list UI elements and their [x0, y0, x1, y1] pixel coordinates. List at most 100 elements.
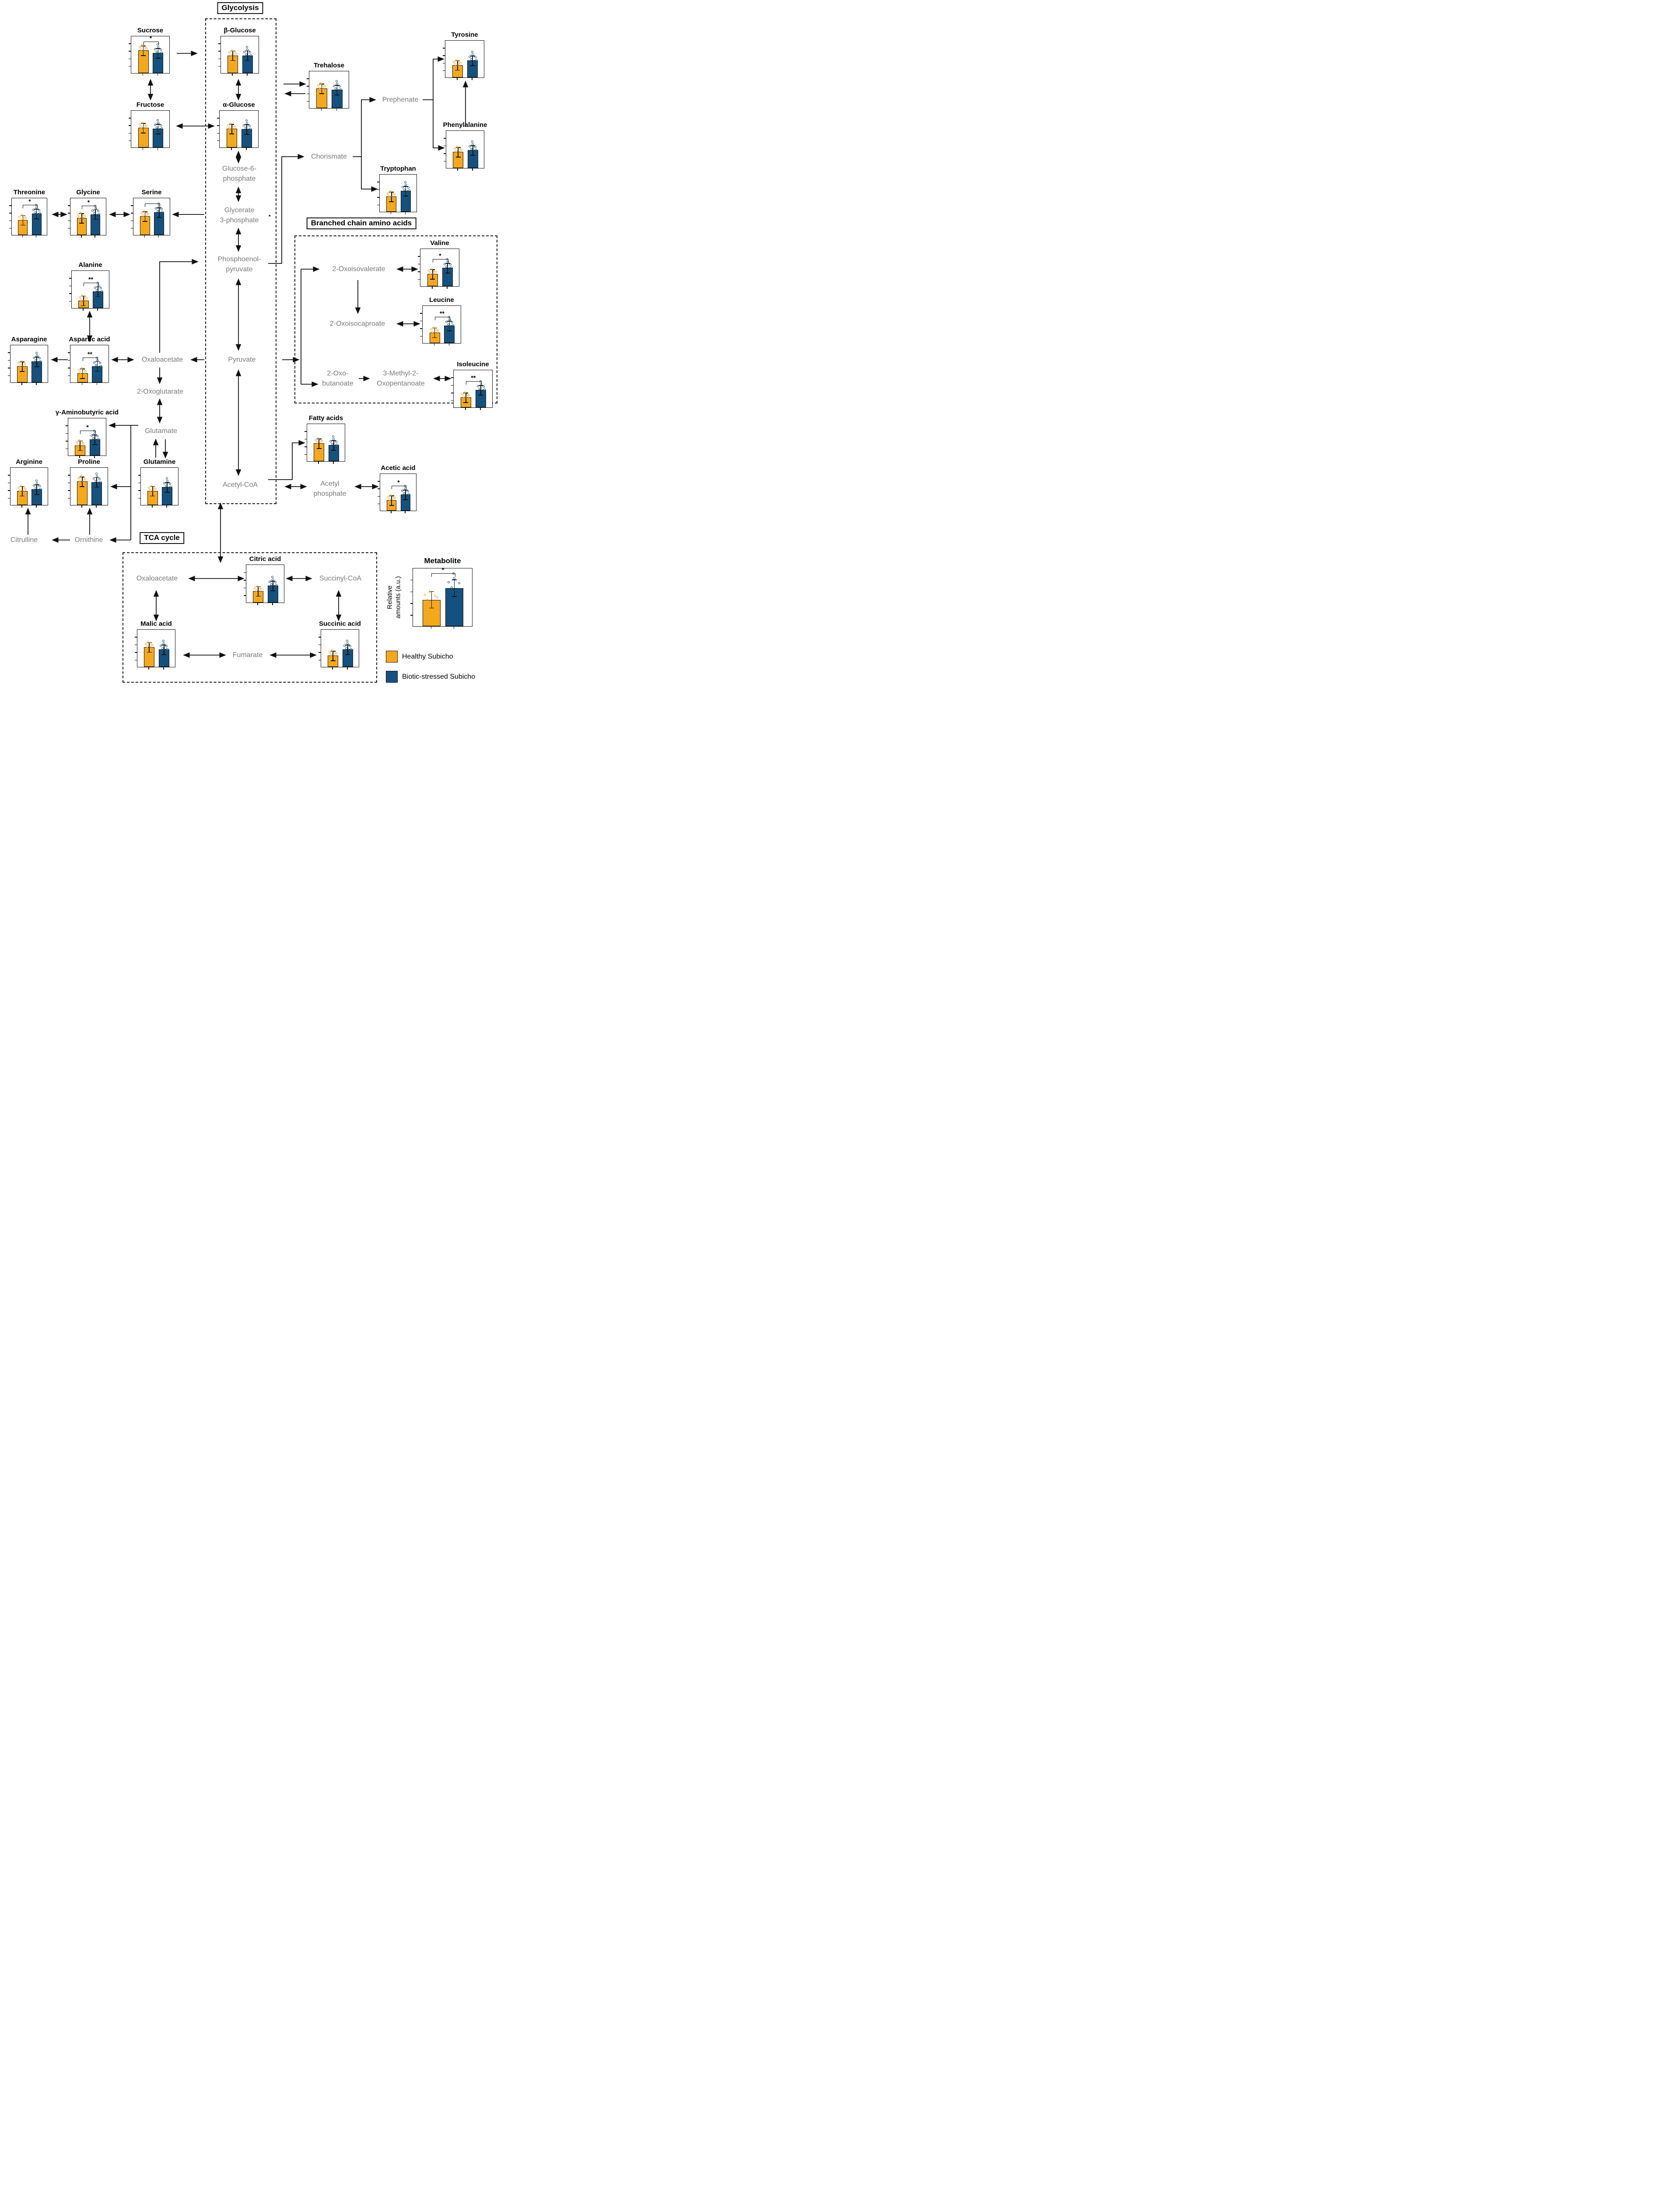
- data-point-healthy: [84, 478, 87, 481]
- error-bar-cap: [403, 490, 408, 491]
- data-point-stressed: [445, 320, 448, 323]
- chart-arginine: Arginine: [8, 458, 48, 508]
- y-axis-tick: [8, 498, 10, 499]
- chart-title-isoleucine: Isoleucine: [457, 361, 489, 368]
- y-axis-tick: [443, 63, 445, 64]
- y-axis-tick: [304, 438, 307, 440]
- bar-healthy-fructose: [138, 128, 149, 147]
- data-point-stressed: [160, 644, 162, 647]
- significance-stars: *: [149, 35, 152, 42]
- data-point-healthy: [77, 477, 80, 480]
- data-point-stressed: [157, 46, 159, 49]
- error-bar: [36, 484, 37, 494]
- chart-tryptophan: Tryptophan: [377, 165, 417, 214]
- y-axis-tick: [138, 482, 141, 484]
- error-bar-cap: [164, 482, 170, 483]
- error-bar: [82, 368, 83, 379]
- data-point-stressed: [407, 490, 410, 493]
- y-axis-tick: [131, 228, 133, 229]
- data-point-healthy: [139, 123, 141, 126]
- y-axis-tick: [378, 481, 380, 482]
- metabolite-3-methyl-2-oxopentanoate: 3-Methyl-2- Oxopentanoate: [377, 369, 425, 387]
- data-point-stressed: [244, 126, 247, 129]
- error-bar-cap: [331, 440, 336, 442]
- error-bar-cap: [79, 213, 84, 214]
- data-point-stressed: [274, 581, 277, 584]
- error-bar: [158, 48, 159, 58]
- y-axis-tick: [451, 400, 454, 401]
- y-axis-tick: [138, 498, 141, 499]
- chart-axes: [8, 345, 48, 383]
- error-bar-cap: [81, 305, 86, 306]
- data-point-healthy: [468, 394, 470, 397]
- metabolite-2-oxo-butanoate: 2-Oxo- butanoate: [322, 369, 354, 387]
- x-axis-tick: [432, 287, 433, 289]
- x-axis-tick: [434, 344, 435, 346]
- data-point-healthy: [19, 218, 22, 221]
- data-point-stressed: [91, 209, 94, 212]
- y-axis-tick: [135, 652, 137, 653]
- data-point-healthy: [466, 396, 469, 399]
- data-point-healthy: [82, 480, 85, 483]
- chart-axes: [131, 198, 170, 235]
- y-axis-tick: [69, 285, 72, 287]
- chart-axes: [68, 467, 108, 505]
- x-axis-tick: [405, 212, 406, 214]
- data-point-stressed: [404, 487, 407, 490]
- data-point-stressed: [250, 54, 252, 56]
- y-axis-tick: [444, 138, 446, 139]
- data-point-healthy: [228, 127, 231, 129]
- chart-citric-acid: Citric acid: [244, 555, 284, 605]
- data-point-stressed: [245, 53, 248, 56]
- x-axis-tick: [81, 383, 83, 385]
- error-bar-cap: [345, 654, 350, 655]
- data-point-stressed: [35, 354, 38, 357]
- legend-item-stressed: Biotic-stressed Subicho: [386, 671, 475, 683]
- y-axis-tick: [307, 93, 309, 95]
- metabolite-pyruvate: Pyruvate: [228, 356, 256, 364]
- x-axis-tick: [142, 74, 144, 76]
- error-bar-cap: [94, 487, 99, 488]
- y-axis-tick: [66, 425, 68, 426]
- error-bar-cap: [470, 145, 476, 146]
- error-bar: [94, 435, 95, 445]
- error-bar: [97, 361, 98, 371]
- y-axis-tick: [377, 197, 380, 198]
- error-bar: [95, 209, 96, 219]
- data-point-stressed: [34, 487, 37, 490]
- data-point-stressed: [162, 639, 165, 642]
- chart-axes: *: [129, 35, 170, 74]
- y-axis-tick: [131, 213, 133, 214]
- error-bar-cap: [20, 361, 25, 363]
- chart-title-tryptophan: Tryptophan: [380, 165, 416, 172]
- legend-swatch-healthy: [386, 651, 398, 663]
- error-bar: [258, 586, 259, 596]
- error-bar-cap: [80, 378, 85, 379]
- y-axis-tick: [304, 431, 307, 432]
- chart-trehalose: Trehalose: [307, 62, 349, 111]
- data-point-stressed: [451, 321, 453, 323]
- chart-title-glutamine: Glutamine: [143, 458, 176, 466]
- chart-title-beta-glucose: β-Glucose: [224, 27, 256, 34]
- y-axis-tick: [129, 43, 131, 44]
- y-axis-tick: [244, 587, 246, 589]
- error-bar-cap: [244, 124, 249, 125]
- data-point-stressed: [156, 119, 159, 121]
- y-axis-tick: [66, 441, 68, 442]
- error-bar-cap: [94, 361, 100, 362]
- data-point-stressed: [456, 589, 459, 592]
- error-bar: [96, 477, 97, 487]
- data-point-stressed: [35, 482, 38, 485]
- chart-title-valine: Valine: [430, 239, 449, 247]
- data-point-healthy: [78, 216, 81, 219]
- significance-bracket: [145, 203, 160, 207]
- chart-title-citric-acid: Citric acid: [249, 555, 281, 563]
- significance-stars: **: [440, 309, 444, 317]
- data-point-stressed: [447, 581, 450, 584]
- chart-axes: *: [410, 566, 472, 627]
- y-axis-tick: [378, 488, 380, 489]
- x-axis-tick: [332, 462, 334, 464]
- x-axis-tick: [447, 287, 448, 289]
- data-point-stressed: [165, 645, 168, 647]
- chart-glutamine: Glutamine: [138, 458, 178, 508]
